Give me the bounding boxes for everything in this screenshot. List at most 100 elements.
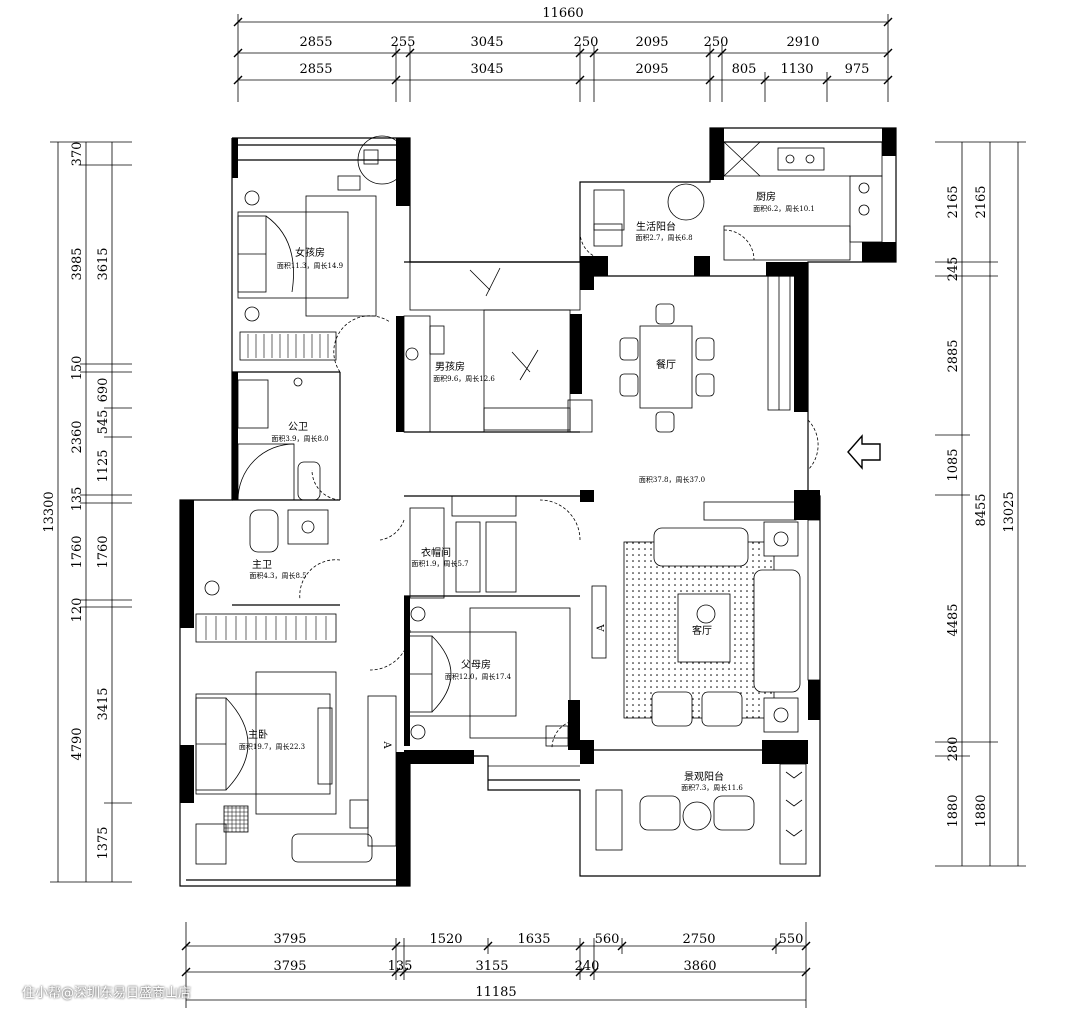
svg-text:1125: 1125: [96, 449, 111, 482]
svg-text:面积9.6，周长12.6: 面积9.6，周长12.6: [433, 374, 495, 383]
boy-room: [403, 261, 593, 433]
svg-text:280: 280: [946, 737, 961, 762]
label-living-dining-area: 面积37.8，周长37.0: [639, 475, 705, 484]
svg-text:2885: 2885: [946, 339, 961, 372]
svg-text:120: 120: [70, 598, 85, 623]
tv-mark-a-2: A: [381, 740, 392, 749]
label-living: 客厅: [692, 624, 712, 637]
svg-text:2095: 2095: [635, 35, 668, 50]
tv-marks: A A: [381, 624, 607, 750]
label-girl-room: 女孩房: [295, 246, 325, 259]
svg-text:3860: 3860: [683, 959, 716, 974]
right-dimension-texts: 2165 245 2885 1085 4485 280 1880 2165 84…: [946, 185, 1017, 827]
label-view-balcony: 景观阳台: [684, 770, 724, 783]
girl-room: [237, 135, 407, 361]
svg-text:3795: 3795: [273, 932, 306, 947]
svg-text:4485: 4485: [946, 603, 961, 636]
label-dining: 餐厅: [656, 358, 676, 371]
svg-text:2855: 2855: [299, 62, 332, 77]
dining-area: [619, 275, 791, 433]
master-bedroom: [195, 671, 397, 865]
svg-text:面积6.2，周长10.1: 面积6.2，周长10.1: [753, 204, 815, 213]
svg-text:面积11.3，周长14.9: 面积11.3，周长14.9: [277, 261, 343, 270]
svg-text:690: 690: [96, 378, 111, 403]
label-kitchen: 厨房: [756, 190, 776, 203]
svg-text:面积1.9，周长5.7: 面积1.9，周长5.7: [411, 559, 468, 568]
svg-text:1085: 1085: [946, 448, 961, 481]
svg-text:370: 370: [70, 142, 85, 167]
svg-text:150: 150: [70, 356, 85, 381]
svg-text:1130: 1130: [780, 62, 813, 77]
svg-text:1760: 1760: [96, 535, 111, 568]
label-master-bedroom: 主卧: [248, 728, 268, 741]
svg-text:250: 250: [704, 35, 729, 50]
svg-text:面积7.3，周长11.6: 面积7.3，周长11.6: [681, 783, 743, 792]
svg-text:1760: 1760: [70, 535, 85, 568]
svg-text:面积2.7，周长6.8: 面积2.7，周长6.8: [635, 233, 692, 242]
closet: [409, 495, 517, 599]
label-laundry-balcony: 生活阳台: [636, 220, 676, 233]
svg-text:2910: 2910: [786, 35, 819, 50]
svg-text:3045: 3045: [470, 62, 503, 77]
svg-text:550: 550: [779, 932, 804, 947]
dimension-lines: [50, 14, 1026, 1008]
svg-text:面积12.0，周长17.4: 面积12.0，周长17.4: [445, 672, 512, 681]
dim-bottom-total: 11185: [475, 985, 516, 1000]
laundry-balcony: [593, 183, 705, 247]
label-public-bath: 公卫: [288, 422, 308, 433]
dim-top-total: 11660: [542, 6, 583, 21]
svg-text:2165: 2165: [974, 185, 989, 218]
svg-text:面积3.9，周长8.0: 面积3.9，周长8.0: [271, 434, 328, 443]
svg-text:2360: 2360: [70, 420, 85, 453]
svg-text:1880: 1880: [946, 794, 961, 827]
living-area: [623, 501, 821, 733]
public-bathroom: [237, 377, 321, 501]
label-boy-room: 男孩房: [435, 360, 465, 373]
view-balcony: [595, 763, 807, 865]
svg-text:1880: 1880: [974, 794, 989, 827]
svg-text:255: 255: [391, 35, 416, 50]
svg-text:975: 975: [845, 62, 870, 77]
top-dimension-texts: 11660 2855 255 3045 250 2095 250 2910 28…: [299, 6, 869, 77]
svg-text:545: 545: [96, 410, 111, 435]
label-master-bath: 主卫: [252, 559, 272, 571]
svg-text:3615: 3615: [96, 247, 111, 280]
svg-text:2750: 2750: [682, 932, 715, 947]
svg-text:1520: 1520: [429, 932, 462, 947]
room-labels: 女孩房 面积11.3，周长14.9 男孩房 面积9.6，周长12.6 公卫 面积…: [239, 190, 815, 792]
svg-text:3985: 3985: [70, 247, 85, 280]
parents-room: [405, 585, 607, 767]
kitchen: [723, 141, 883, 261]
wall-blocks: [180, 128, 896, 886]
svg-text:面积4.3，周长8.5: 面积4.3，周长8.5: [249, 571, 306, 580]
svg-text:1635: 1635: [517, 932, 550, 947]
svg-text:3795: 3795: [273, 959, 306, 974]
svg-text:135: 135: [70, 487, 85, 512]
svg-text:805: 805: [732, 62, 757, 77]
svg-text:1375: 1375: [96, 826, 111, 859]
svg-text:2855: 2855: [299, 35, 332, 50]
svg-text:3045: 3045: [470, 35, 503, 50]
svg-text:面积19.7，周长22.3: 面积19.7，周长22.3: [239, 742, 305, 751]
svg-text:2095: 2095: [635, 62, 668, 77]
svg-text:250: 250: [574, 35, 599, 50]
svg-text:245: 245: [946, 257, 961, 282]
master-bathroom: [195, 509, 337, 643]
svg-text:135: 135: [388, 959, 413, 974]
svg-text:3415: 3415: [96, 687, 111, 720]
svg-text:4790: 4790: [70, 727, 85, 760]
label-closet: 衣帽间: [421, 546, 451, 559]
svg-text:3155: 3155: [475, 959, 508, 974]
bottom-dimension-texts: 3795 1520 1635 560 2750 550 3795 135 315…: [273, 932, 803, 1000]
label-parents-room: 父母房: [461, 658, 491, 671]
svg-text:2165: 2165: [946, 185, 961, 218]
tv-mark-a-1: A: [596, 624, 607, 633]
entrance-arrow-icon: [847, 434, 881, 470]
svg-text:560: 560: [595, 932, 620, 947]
left-dimension-texts: 13300 370 3985 150 2360 135 1760 120 479…: [42, 142, 111, 860]
watermark: 住小帮@深圳东易日盛商山店: [22, 986, 192, 1001]
dim-left-total: 13300: [42, 491, 57, 532]
dim-right-total: 13025: [1002, 491, 1017, 532]
svg-text:8455: 8455: [974, 493, 989, 526]
